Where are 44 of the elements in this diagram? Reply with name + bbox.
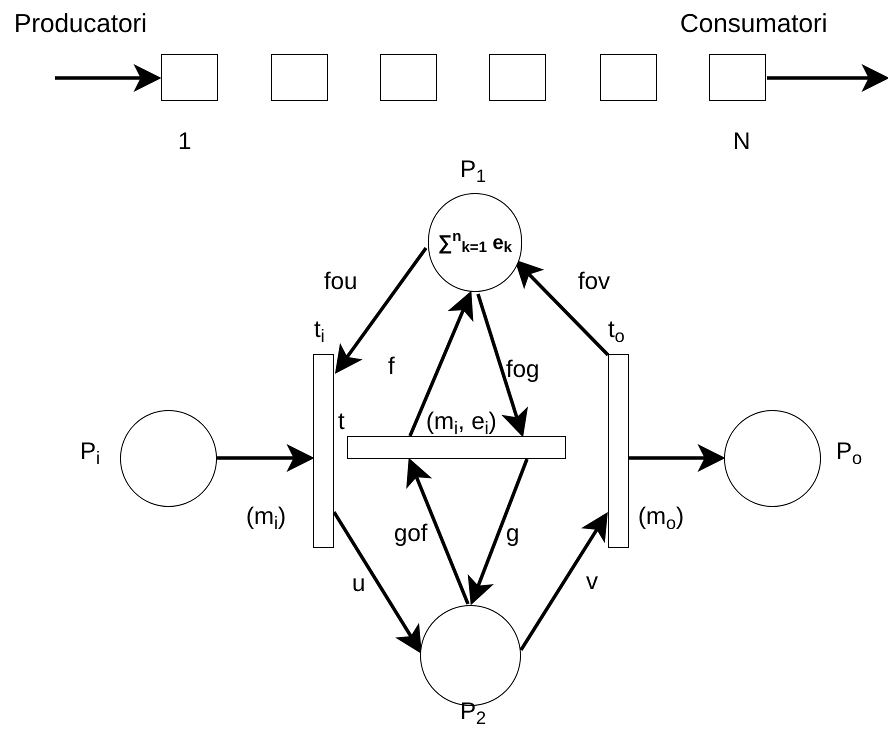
node-label: P$_{2}$ <box>460 700 486 724</box>
transition-bar <box>608 354 629 548</box>
edge-label: u <box>352 572 366 596</box>
section-label: Consumatori <box>680 10 828 36</box>
buffer-cell <box>380 54 437 101</box>
arrow <box>520 512 608 651</box>
node-label: P$_{1}$ <box>460 158 486 182</box>
edge-label: v <box>586 570 598 594</box>
node-label: (m$_{o}$) <box>638 505 684 529</box>
node-label: (m$_{i}$) <box>246 505 286 529</box>
transition-bar <box>313 354 334 548</box>
edge-label: fog <box>506 358 540 382</box>
arrow <box>406 458 470 605</box>
edge-label: fov <box>578 270 610 294</box>
arrow <box>332 511 422 654</box>
node-label: N <box>733 130 750 154</box>
arrow <box>217 444 314 472</box>
node-label: t$_{o}$ <box>608 318 625 342</box>
section-label: Producatori <box>14 10 147 36</box>
node-label: P$_{i}$ <box>80 440 100 464</box>
arrow <box>468 458 529 606</box>
buffer-cell <box>271 54 328 101</box>
arrow <box>476 293 528 438</box>
transition-bar <box>347 436 566 459</box>
node-label: P$_{o}$ <box>836 440 862 464</box>
buffer-cell <box>600 54 657 101</box>
node-label: t$_{i}$ <box>314 318 325 342</box>
sum-formula: ∑$^{n}$$_{k=1}$ e$_{k}$ <box>438 232 512 252</box>
node-label: (m$_{i}$, e$_{i}$) <box>426 410 497 434</box>
arrow <box>334 246 428 374</box>
arrow <box>767 64 888 92</box>
arrow <box>514 260 610 356</box>
edge-label: g <box>506 522 520 546</box>
edge-label: fou <box>324 270 358 294</box>
edge-label: f <box>388 355 395 379</box>
edge-label: gof <box>394 522 428 546</box>
buffer-cell <box>161 54 218 101</box>
node-label: 1 <box>178 130 192 154</box>
buffer-cell <box>489 54 546 101</box>
arrow <box>408 290 474 437</box>
arrow <box>629 444 726 472</box>
buffer-cell <box>709 54 766 101</box>
arrow <box>55 64 162 92</box>
node-label: t <box>338 410 345 434</box>
